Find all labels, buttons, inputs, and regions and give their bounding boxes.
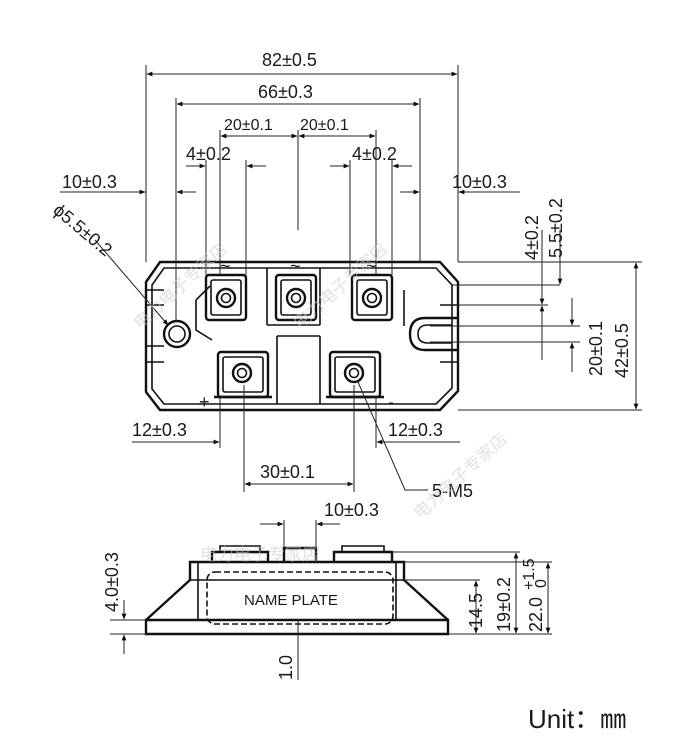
dim-side-h3-tol-lower: 0 [533,579,550,588]
dim-side-terminal-width: 10±0.3 [324,500,379,520]
dim-side-left-height: 4.0±0.3 [102,552,122,612]
screw-callout: 5-M5 [432,481,473,501]
ac-terminal-left [204,273,248,322]
dim-pitch-right: 20±0.1 [300,117,349,134]
dim-hole-diameter: ϕ5.5±0.2 [49,200,115,260]
dim-terminal-left: 4±0.2 [186,144,231,164]
dim-inner-width: 66±0.3 [258,82,313,102]
dim-side-h2: 19±0.2 [494,577,514,632]
dim-pitch-left: 20±0.1 [224,117,273,134]
dim-side-h1: 14.5 [466,593,486,628]
dim-right-20: 20±0.1 [586,321,606,376]
ac-symbol-1: ~ [220,256,231,276]
ac-terminal-middle [274,273,318,322]
plus-symbol: + [199,392,210,412]
dim-dc-pitch: 30±0.1 [260,462,315,482]
watermark-3: 电力电子专家店 [410,429,512,523]
minus-symbol: - [388,392,394,412]
ac-terminal-right [350,273,394,322]
dim-base-thickness: 1.0 [276,655,296,680]
dim-right-5-5: 5.5±0.2 [546,198,566,258]
dim-side-h3-group: 22.0 +1.5 0 [521,558,550,632]
side-view-outline [144,545,450,636]
dim-edge-left: 10±0.3 [62,172,117,192]
watermark-4: 电力电子专家店 [200,545,319,565]
side-dimension-lines [110,520,552,680]
bottom-dimension-lines [132,381,460,492]
unit-label: Unit：㎜ [528,704,626,734]
dim-side-h3-tol-upper: +1.5 [521,558,538,590]
dim-bottom-right: 12±0.3 [388,420,443,440]
dc-terminal-plus [214,350,272,399]
ac-symbol-2: ~ [290,256,301,276]
dc-terminal-minus [326,350,384,399]
top-view-outline [144,260,460,412]
right-dimension-lines [430,230,642,411]
dim-overall-width: 82±0.5 [262,50,317,70]
dim-edge-right: 10±0.3 [452,172,507,192]
top-dimension-lines [60,65,520,326]
dim-right-42: 42±0.5 [612,323,632,378]
ac-symbol-3: ~ [366,256,377,276]
dim-terminal-right: 4±0.2 [352,144,397,164]
dim-bottom-left: 12±0.3 [132,420,187,440]
dim-side-h3: 22.0 [526,597,546,632]
dim-right-4: 4±0.2 [522,215,542,260]
name-plate-label: NAME PLATE [244,592,338,609]
